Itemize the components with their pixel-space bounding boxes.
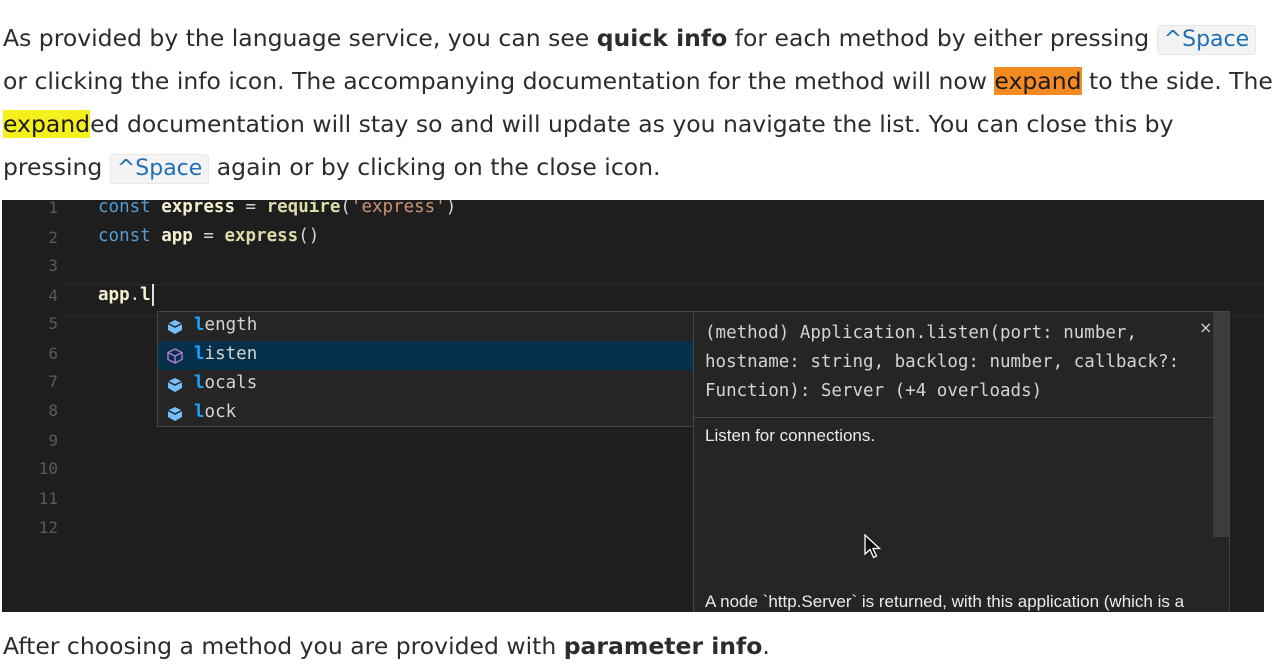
doc-body: A node `http.Server` is returned, with t… bbox=[705, 592, 1185, 611]
method-signature: (method) Application.listen(port: number… bbox=[705, 323, 1180, 401]
keyword: const bbox=[98, 200, 151, 217]
keyword: const bbox=[98, 226, 151, 246]
text-caret bbox=[151, 284, 154, 306]
line-number: 8 bbox=[48, 401, 58, 420]
search-highlight: expand bbox=[3, 110, 91, 138]
code-editor[interactable]: 1 2 3 4 5 6 7 8 9 10 11 12 const express… bbox=[2, 200, 1264, 612]
identifier: app bbox=[98, 285, 130, 305]
line-number: 5 bbox=[48, 314, 58, 333]
parameter-info-bold: parameter info bbox=[563, 632, 763, 660]
member-dot: . bbox=[129, 285, 141, 305]
suggestion-match: l bbox=[194, 402, 205, 422]
outro-text: . bbox=[762, 632, 770, 660]
doc-divider bbox=[694, 417, 1214, 418]
suggestion-match: l bbox=[194, 344, 205, 364]
close-icon[interactable]: × bbox=[1199, 318, 1213, 337]
line-number: 11 bbox=[38, 489, 58, 508]
field-icon bbox=[167, 378, 183, 392]
function-name: require bbox=[266, 200, 341, 217]
operator: = bbox=[235, 200, 267, 217]
suggestion-match: l bbox=[194, 315, 205, 335]
line-number: 6 bbox=[48, 344, 58, 363]
line-number: 9 bbox=[48, 431, 58, 450]
line-number: 7 bbox=[48, 372, 58, 391]
suggestion-rest: ocals bbox=[204, 373, 258, 393]
intro-paragraph: As provided by the language service, you… bbox=[3, 17, 1273, 189]
function-name: express bbox=[224, 226, 299, 246]
call-parens: () bbox=[298, 226, 320, 246]
paren: ) bbox=[445, 200, 457, 217]
doc-scrollbar[interactable] bbox=[1213, 312, 1229, 537]
mouse-pointer-icon bbox=[864, 534, 882, 559]
code-line-2[interactable]: const app = express() bbox=[98, 226, 319, 246]
suggestion-label: lock bbox=[194, 402, 236, 422]
field-icon bbox=[167, 320, 183, 334]
suggestion-rest: ock bbox=[204, 402, 237, 422]
suggestion-list[interactable]: length listen locals lock bbox=[157, 311, 695, 427]
search-highlight-current: expand bbox=[994, 67, 1082, 95]
code-line-4[interactable]: app.l bbox=[98, 284, 154, 306]
paren: ( bbox=[340, 200, 351, 217]
outro-text: After choosing a method you are provided… bbox=[3, 632, 564, 660]
intro-text: ed documentation will stay so and will u… bbox=[3, 110, 1174, 181]
intro-text: for each method by either pressing bbox=[727, 24, 1157, 52]
quick-info-bold: quick info bbox=[596, 24, 728, 52]
field-icon bbox=[167, 407, 183, 421]
method-icon bbox=[167, 348, 183, 364]
ctrl-space-key: ^Space bbox=[1156, 25, 1257, 55]
identifier: express bbox=[161, 200, 235, 217]
line-number: 4 bbox=[48, 286, 58, 305]
line-number: 2 bbox=[48, 228, 58, 247]
suggestion-item-locals[interactable]: locals bbox=[158, 370, 694, 399]
intro-text: again or by clicking on the close icon. bbox=[209, 153, 661, 181]
suggestion-rest: ength bbox=[204, 315, 258, 335]
suggestion-match: l bbox=[194, 373, 205, 393]
suggestion-rest: isten bbox=[204, 344, 258, 364]
suggestion-label: locals bbox=[194, 373, 257, 393]
ctrl-space-key: ^Space bbox=[109, 154, 210, 184]
suggestion-item-listen[interactable]: listen bbox=[158, 341, 694, 370]
string-literal: 'express' bbox=[350, 200, 446, 217]
line-number: 12 bbox=[38, 518, 58, 537]
outro-paragraph: After choosing a method you are provided… bbox=[3, 631, 1273, 661]
line-number: 1 bbox=[48, 200, 58, 217]
intro-text: or clicking the info icon. The accompany… bbox=[3, 67, 995, 95]
typed-text: l bbox=[140, 285, 151, 305]
intro-text: to the side. The bbox=[1081, 67, 1273, 95]
code-line-1[interactable]: const express = require('express') bbox=[98, 200, 456, 217]
suggestion-label: length bbox=[194, 315, 257, 335]
documentation-panel[interactable]: (method) Application.listen(port: number… bbox=[693, 311, 1230, 612]
intro-text: As provided by the language service, you… bbox=[3, 24, 597, 52]
doc-summary: Listen for connections. bbox=[705, 426, 876, 445]
suggestion-item-length[interactable]: length bbox=[158, 312, 694, 341]
line-number: 3 bbox=[48, 256, 58, 275]
identifier: app bbox=[161, 226, 193, 246]
operator: = bbox=[192, 226, 225, 246]
line-number: 10 bbox=[38, 459, 58, 478]
suggestion-label: listen bbox=[194, 344, 257, 364]
suggestion-item-lock[interactable]: lock bbox=[158, 399, 694, 428]
